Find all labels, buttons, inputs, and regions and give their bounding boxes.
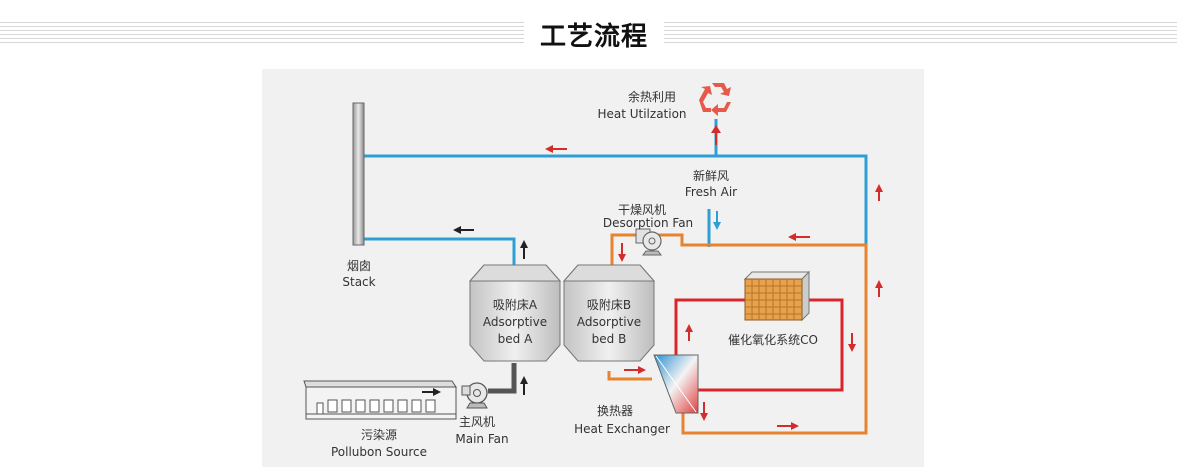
recycle-icon xyxy=(699,83,731,116)
heat-exchanger-label-cn: 换热器 xyxy=(597,404,633,418)
heat-util-label-en: Heat Utilzation xyxy=(597,107,686,121)
flow-arrow-blue xyxy=(713,211,721,230)
page-title: 工艺流程 xyxy=(539,22,648,52)
pollution-source-building xyxy=(303,380,457,420)
heat-exchanger-label-en: Heat Exchanger xyxy=(574,422,670,436)
source-label-en: Pollubon Source xyxy=(331,445,427,459)
flow-arrows-dark xyxy=(422,226,528,396)
red-pipes xyxy=(674,298,844,392)
main-fan-pipe xyxy=(488,363,517,394)
stack-label-en: Stack xyxy=(342,275,375,289)
heat-exchanger xyxy=(653,354,699,414)
flow-arrows-red xyxy=(545,125,883,430)
main-fan-label-cn: 主风机 xyxy=(459,415,495,429)
main-fan-label-en: Main Fan xyxy=(455,432,508,446)
bed-a-label-cn: 吸附床A xyxy=(493,298,538,312)
process-diagram: 烟囱 Stack 吸附床A Adsorptive bed A 吸附床B Adso… xyxy=(262,69,924,467)
catalytic-oxidation-unit xyxy=(743,270,811,322)
main-fan-icon xyxy=(461,382,488,409)
adsorptive-bed-a: 吸附床A Adsorptive bed A xyxy=(468,264,562,362)
bed-a-label-en2: bed A xyxy=(498,332,533,346)
stack-label-cn: 烟囱 xyxy=(347,259,371,273)
desorption-fan-label-cn: 干燥风机 xyxy=(618,203,666,217)
adsorptive-bed-b: 吸附床B Adsorptive bed B xyxy=(562,264,656,362)
title-decor-left xyxy=(0,22,524,44)
process-diagram-svg: 烟囱 Stack 吸附床A Adsorptive bed A 吸附床B Adso… xyxy=(303,83,883,459)
desorption-fan-label-en: Desorption Fan xyxy=(603,216,693,230)
desorption-fan-icon xyxy=(635,228,662,256)
source-label-cn: 污染源 xyxy=(361,427,397,442)
title-bar: 工艺流程 xyxy=(0,14,1177,54)
fresh-air-label-cn: 新鲜风 xyxy=(693,168,729,183)
heat-util-label-cn: 余热利用 xyxy=(628,89,676,104)
bed-b-label-en2: bed B xyxy=(592,332,627,346)
catalytic-label: 催化氧化系统CO xyxy=(728,333,818,347)
bed-b-label-cn: 吸附床B xyxy=(587,298,631,312)
title-decor-right xyxy=(664,22,1177,44)
stack xyxy=(352,102,365,246)
fresh-air-label-en: Fresh Air xyxy=(685,185,737,199)
bed-b-label-en1: Adsorptive xyxy=(577,315,641,329)
bed-a-label-en1: Adsorptive xyxy=(483,315,547,329)
blue-pipes xyxy=(364,119,868,265)
orange-pipes xyxy=(607,233,868,435)
